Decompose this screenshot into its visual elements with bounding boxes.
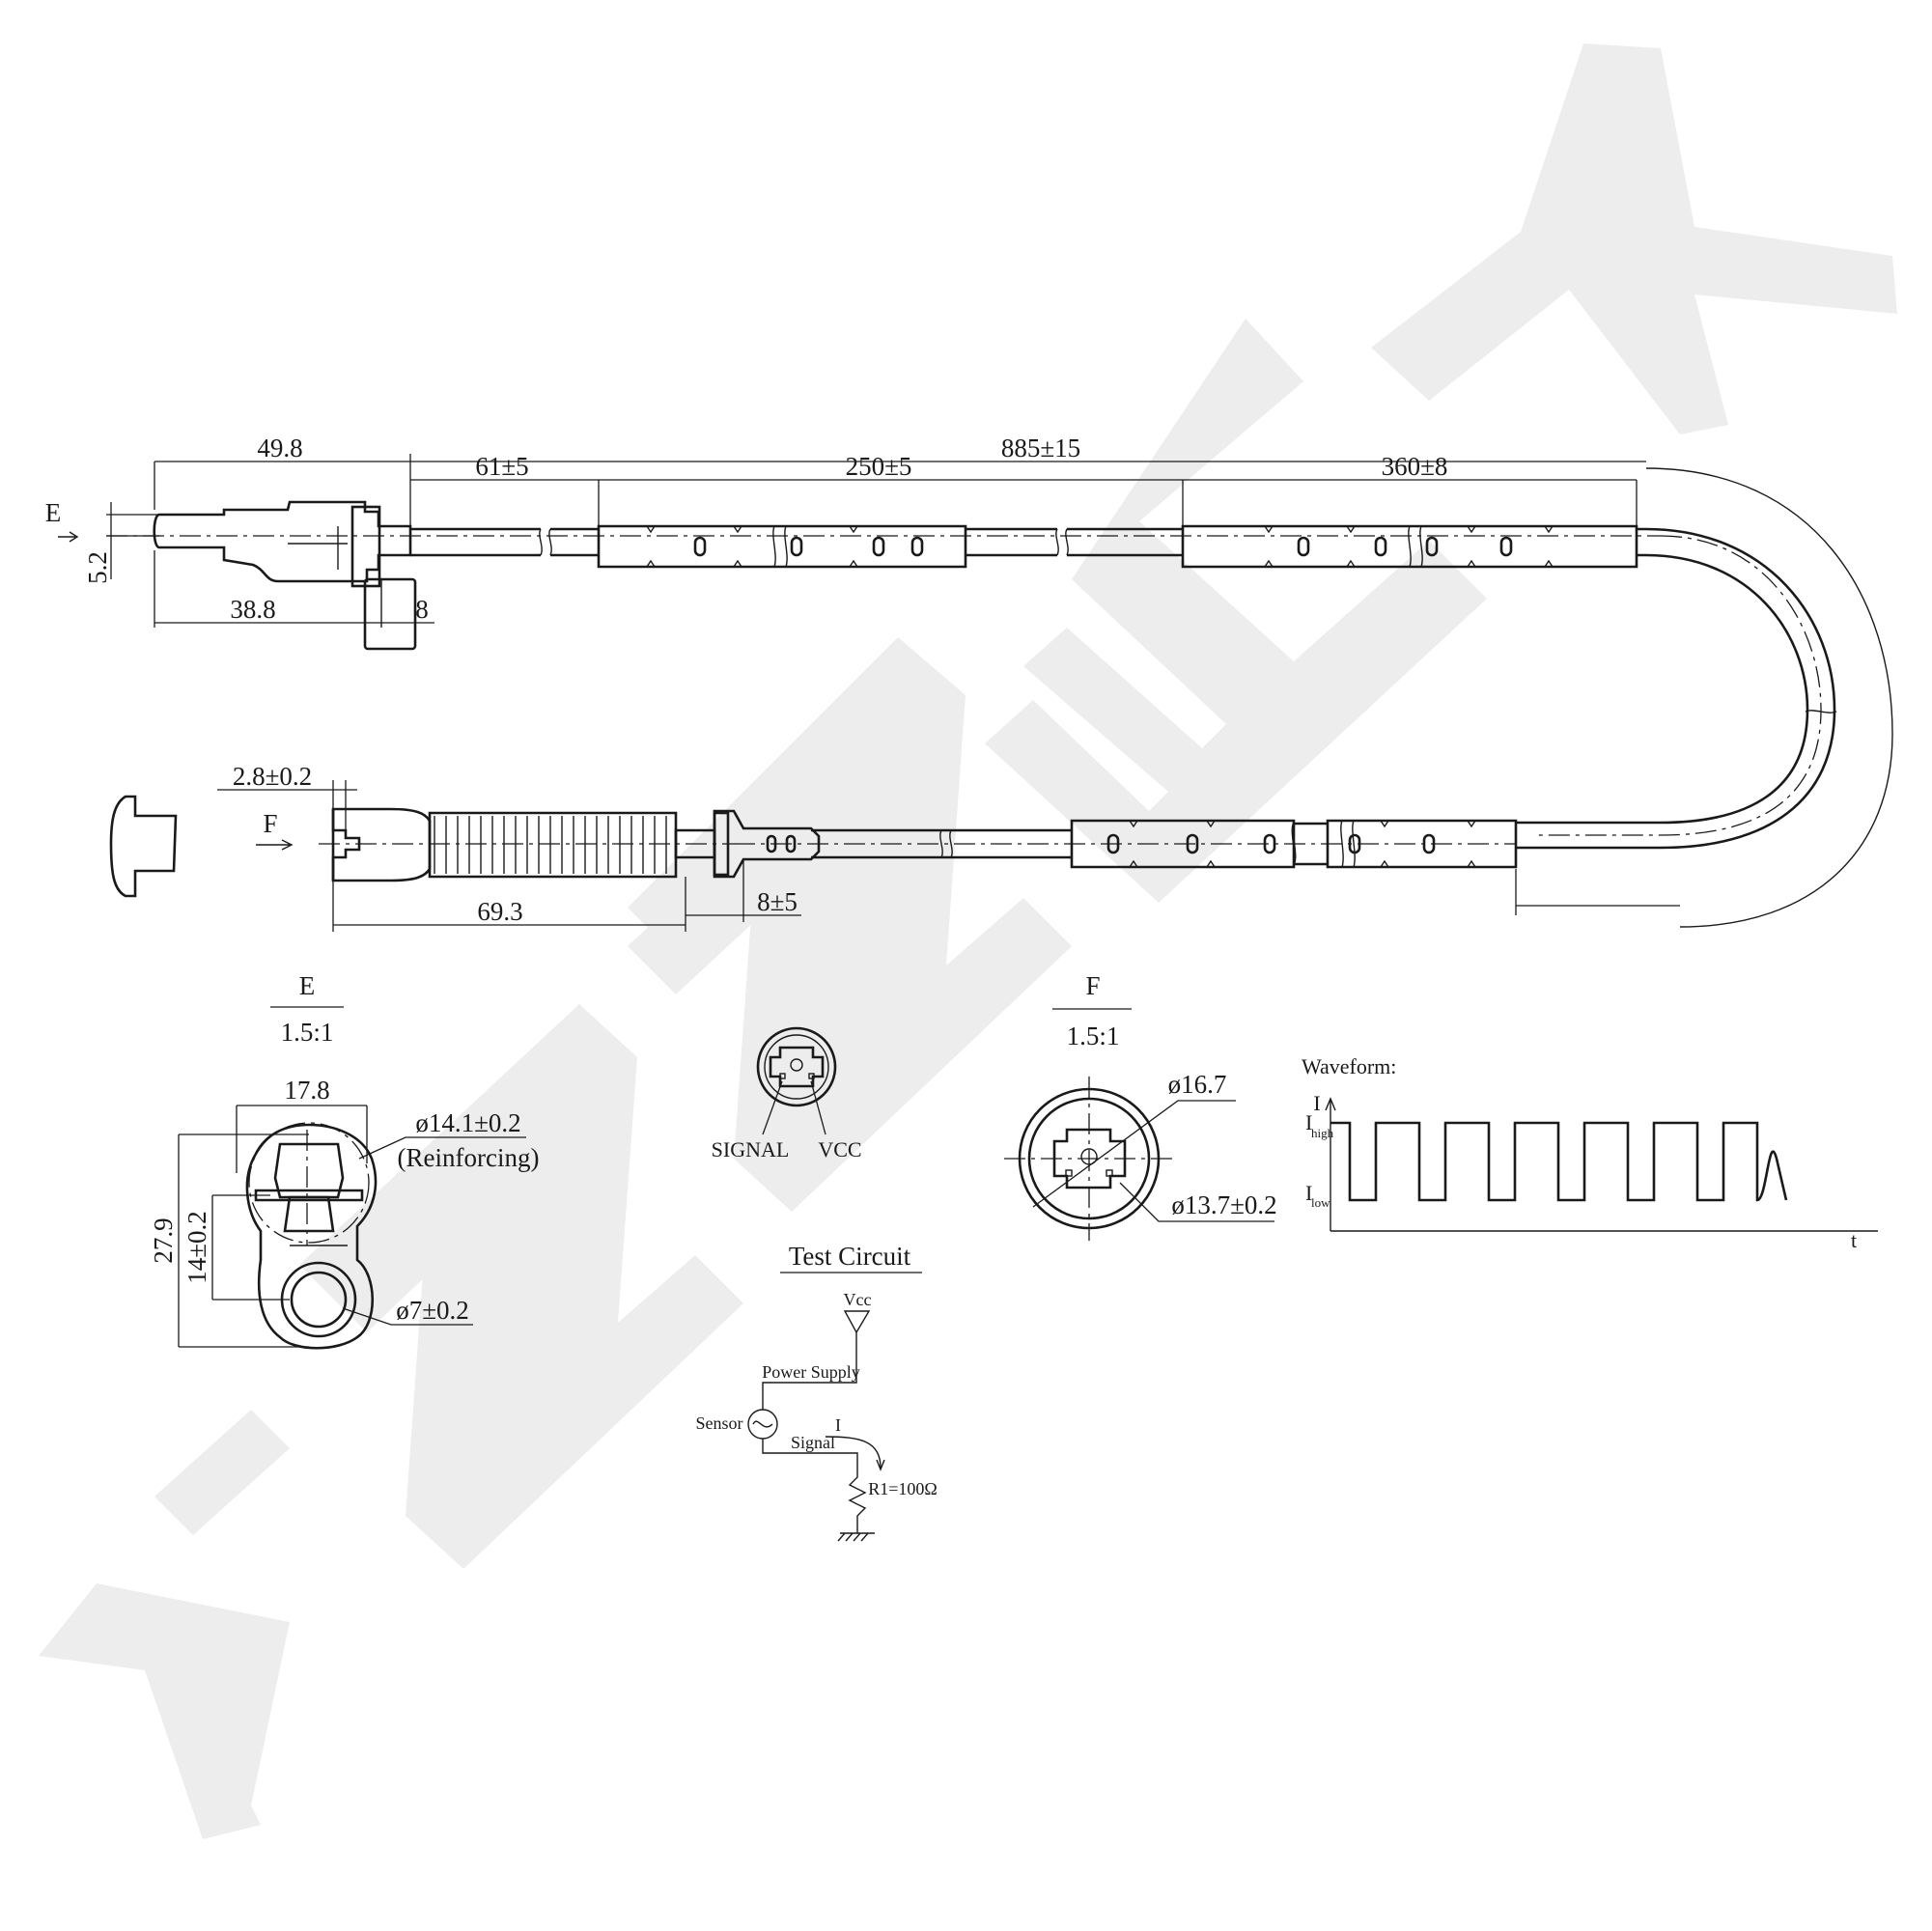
marker-f: F xyxy=(263,809,277,838)
i-low-sub: low xyxy=(1311,1195,1330,1210)
dim-head-base: 38.8 xyxy=(230,595,275,624)
view-f-scale: 1.5:1 xyxy=(1067,1021,1120,1050)
i-high-sub: high xyxy=(1311,1126,1334,1140)
dim-e-offset: 5.2 xyxy=(83,551,112,584)
view-e-scale: 1.5:1 xyxy=(281,1018,334,1047)
signal-label: Signal xyxy=(791,1433,835,1452)
sleeve-2 xyxy=(1181,524,1638,569)
resistor-label: R1=100Ω xyxy=(868,1479,938,1498)
dimension-lines xyxy=(58,454,1680,932)
view-f-title: F xyxy=(1085,971,1100,1000)
harness-bottom-line xyxy=(109,795,1518,898)
dim-seg3: 360±8 xyxy=(1382,452,1448,481)
view-e-bolt-dia: ø7±0.2 xyxy=(396,1296,469,1325)
pin-vcc-label: VCC xyxy=(818,1137,861,1161)
view-f-inner-dia: ø13.7±0.2 xyxy=(1171,1190,1276,1219)
i-high-label: I xyxy=(1305,1110,1312,1134)
dim-conn-seal: 8±5 xyxy=(757,887,798,916)
view-e-reinforcing-label: (Reinforcing) xyxy=(398,1143,540,1172)
view-e: E 1.5:1 17.8 27.9 14±0.2 ø14.1±0.2 (Rein… xyxy=(149,971,540,1350)
waveform-title: Waveform: xyxy=(1302,1054,1396,1078)
dim-total-length: 885±15 xyxy=(1001,434,1080,462)
sensor-label: Sensor xyxy=(696,1413,743,1433)
dim-flange: 8 xyxy=(415,595,429,624)
protective-cap xyxy=(109,795,178,898)
waveform: Waveform: I t I high I low xyxy=(1302,1054,1878,1252)
i-low-label: I xyxy=(1305,1181,1312,1205)
current-label: I xyxy=(835,1415,841,1435)
view-e-reinforcing-dia: ø14.1±0.2 xyxy=(415,1108,520,1137)
view-e-center: 14±0.2 xyxy=(182,1211,211,1284)
view-e-width: 17.8 xyxy=(284,1076,329,1105)
view-f: F 1.5:1 ø16.7 ø13.7±0.2 xyxy=(1004,971,1277,1241)
sleeve-1 xyxy=(597,524,967,569)
dim-conn-length: 69.3 xyxy=(477,897,522,926)
dim-seg1: 61±5 xyxy=(475,452,528,481)
view-f-outer-dia: ø16.7 xyxy=(1168,1070,1227,1099)
pin-view: SIGNAL VCC xyxy=(712,1026,862,1161)
dim-head-length: 49.8 xyxy=(257,434,302,462)
waveform-y-axis: I xyxy=(1313,1091,1320,1115)
power-supply-label: Power Supply xyxy=(762,1362,860,1382)
connector-body xyxy=(319,807,734,882)
waveform-x-axis: t xyxy=(1851,1228,1857,1252)
test-circuit-title: Test Circuit xyxy=(789,1242,911,1271)
vcc-label: Vcc xyxy=(844,1290,872,1309)
sensor-mount xyxy=(363,577,417,651)
view-e-title: E xyxy=(299,971,316,1000)
dim-seg2: 250±5 xyxy=(846,452,912,481)
harness-top-line xyxy=(106,467,1893,928)
square-wave xyxy=(1330,1121,1788,1202)
test-circuit: Test Circuit Vcc Power Supply Sensor I S… xyxy=(696,1242,938,1542)
pin-signal-label: SIGNAL xyxy=(712,1137,790,1161)
marker-e: E xyxy=(45,498,62,527)
dim-conn-slot: 2.8±0.2 xyxy=(233,762,312,791)
view-e-height: 27.9 xyxy=(149,1217,178,1263)
watermark-logo xyxy=(39,43,1897,1839)
